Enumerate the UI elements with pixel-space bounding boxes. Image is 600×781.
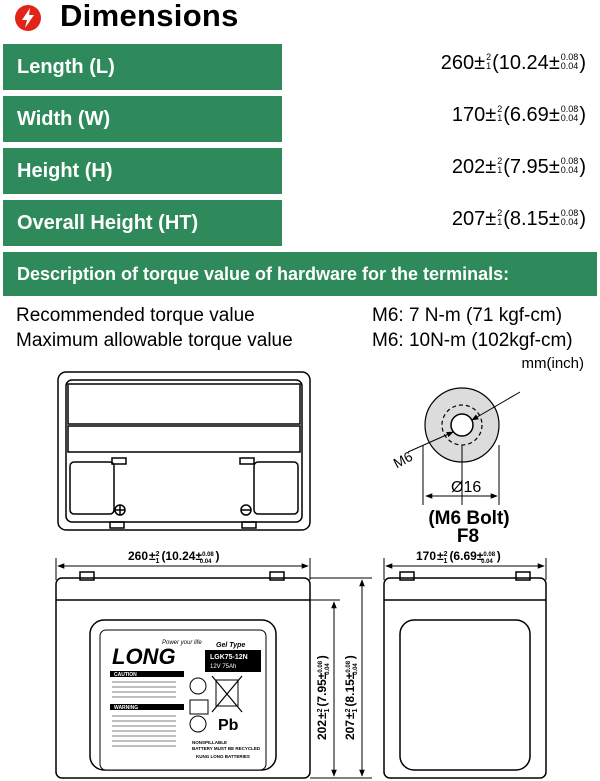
recommended-torque-value: M6: 7 N-m (71 kgf-cm) (372, 305, 563, 326)
height-dimensions: 202±21(7.95±0.080.04) 207±21(8.15±0.080.… (296, 577, 372, 779)
label-type: Gel Type (216, 642, 245, 649)
bin-icon (215, 679, 239, 707)
nonspill-text: NONSPILLABLE (192, 740, 227, 745)
recycle-icon (189, 677, 207, 695)
unit-note: mm(inch) (521, 355, 585, 372)
lightning-icon (15, 5, 41, 31)
brand-slogan: Power your life (162, 640, 202, 646)
warning-label: WARNING (114, 705, 138, 711)
maker-text: KUNG LONG BATTERIES (196, 754, 250, 759)
dim-label: Overall Height (HT) (3, 200, 282, 246)
torque-heading: Description of torque value of hardware … (3, 252, 597, 296)
title-row: Dimensions (0, 0, 600, 38)
dim-label: Length (L) (3, 44, 282, 90)
dim-label: Width (W) (3, 96, 282, 142)
side-view (383, 571, 547, 779)
terminal-detail: M6 Ø16 (M6 Bolt) F8 (391, 387, 521, 547)
bolt-size-label: M6 (391, 448, 416, 471)
top-view (57, 371, 311, 531)
label-model: LGK75-12N (210, 654, 248, 661)
caution-label: CAUTION (114, 672, 137, 678)
certification-icon (189, 715, 207, 733)
label-rating: 12V 75Ah (210, 664, 236, 670)
recommended-torque-label: Recommended torque value (16, 305, 255, 326)
pb-symbol: Pb (218, 717, 239, 734)
recycled-text: BATTERY MUST BE RECYCLED (192, 746, 261, 751)
page-title: Dimensions (60, 0, 239, 33)
terminal-type: (M6 Bolt) (428, 508, 509, 529)
overall-height-dim-text: 207±21(8.15±0.080.04) (343, 655, 359, 740)
brand-logo: LONG (112, 644, 176, 669)
ul-mark-icon (189, 699, 209, 715)
maximum-torque-value: M6: 10N-m (102kgf-cm) (372, 330, 573, 351)
battery-label: LONG Power your life Gel Type LGK75-12N … (99, 629, 267, 771)
terminal-code: F8 (457, 526, 479, 547)
dim-label: Height (H) (3, 148, 282, 194)
maximum-torque-label: Maximum allowable torque value (16, 330, 293, 351)
terminal-diameter: Ø16 (451, 479, 481, 496)
height-dim-text: 202±21(7.95±0.080.04) (315, 655, 331, 740)
